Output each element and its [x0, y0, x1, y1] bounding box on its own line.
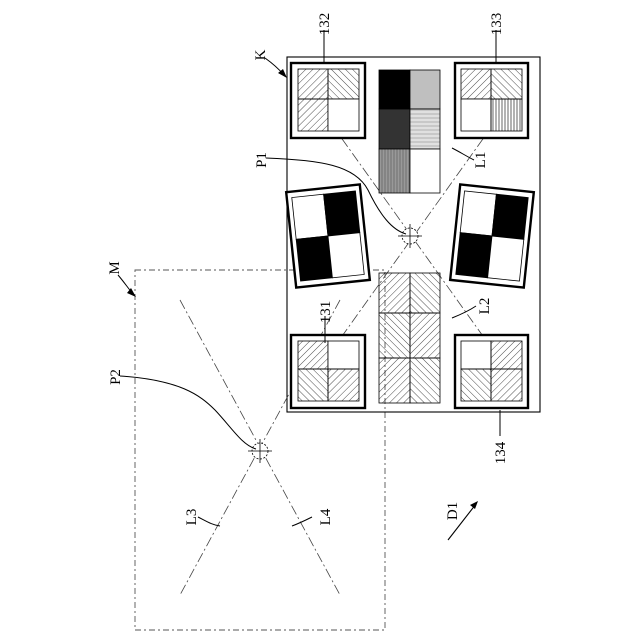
direction-arrow-d1-head: [470, 501, 478, 509]
leader-line-p2: [120, 376, 256, 449]
label-p1: P1: [254, 152, 270, 168]
alignment-mark-134: [455, 335, 528, 408]
label-l1: L1: [473, 152, 489, 169]
label-133: 133: [489, 13, 505, 36]
label-k: K: [253, 49, 269, 60]
label-l4: L4: [318, 508, 334, 525]
label-132: 132: [317, 13, 333, 36]
alignment-mark-131: [291, 335, 365, 408]
label-p2: P2: [108, 369, 124, 385]
grayscale-block-grid: [379, 70, 440, 193]
alignment-mark-132: [291, 63, 365, 138]
checkerboard-left: [286, 184, 370, 287]
center-point-p1-marker: [398, 224, 422, 248]
label-m: M: [107, 261, 123, 274]
alignment-mark-133: [455, 63, 528, 138]
label-134: 134: [493, 441, 509, 464]
leader-line-l2: [452, 306, 476, 318]
leader-line-l1: [452, 148, 474, 160]
label-131: 131: [318, 301, 334, 324]
center-point-p2-marker: [248, 439, 272, 463]
label-d1: D1: [445, 502, 461, 520]
hatched-block-grid: [379, 273, 440, 403]
label-l2: L2: [477, 298, 493, 315]
label-l3: L3: [184, 509, 200, 526]
checkerboard-right: [450, 184, 534, 287]
leader-line-l3: [198, 517, 220, 526]
